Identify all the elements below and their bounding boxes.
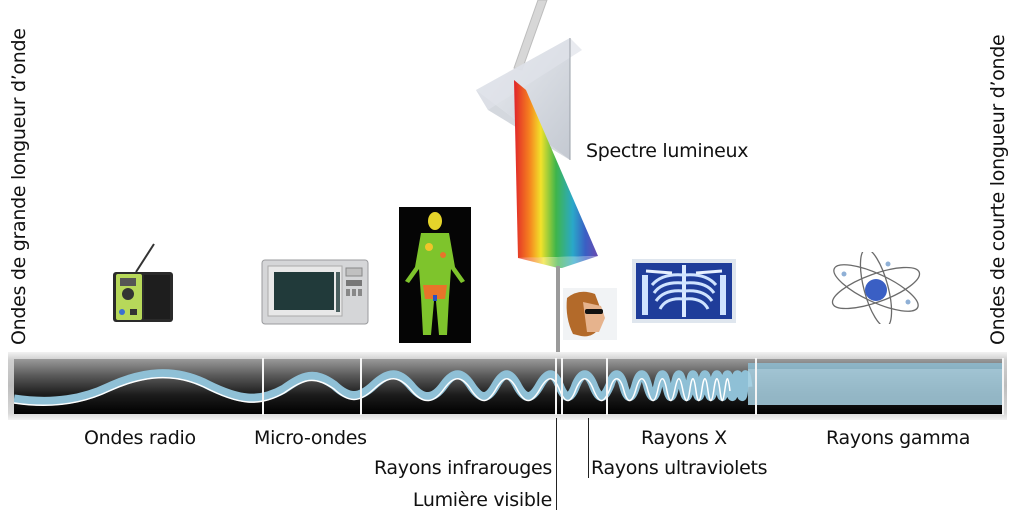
divider-microwave-infrared — [360, 358, 362, 415]
short-wavelength-label: Ondes de courte longueur d’onde — [987, 34, 1009, 345]
label-microwave: Micro-ondes — [254, 427, 367, 449]
leader-line-visible — [556, 418, 557, 510]
divider-xray-gamma — [755, 358, 757, 415]
divider-end — [1002, 358, 1004, 415]
label-radio: Ondes radio — [84, 427, 196, 449]
label-gamma: Rayons gamma — [826, 427, 971, 449]
wave-graphic — [14, 363, 1004, 407]
sunglasses-face-icon — [563, 288, 617, 340]
divider-visible-ultraviolet — [561, 358, 563, 415]
atom-icon — [831, 252, 921, 324]
divider-ultraviolet-xray — [606, 358, 608, 415]
label-visible: Lumière visible — [412, 489, 552, 511]
leader-line-ultraviolet — [588, 418, 589, 478]
long-wavelength-label: Ondes de grande longueur d’onde — [8, 28, 30, 345]
divider-radio-microwave — [262, 358, 264, 415]
radio-icon — [113, 243, 173, 322]
prism-spectrum-icon — [476, 0, 598, 360]
divider-infrared-visible — [555, 358, 557, 415]
label-xray: Rayons X — [641, 427, 727, 449]
microwave-oven-icon — [261, 259, 369, 325]
thermal-body-image-icon — [399, 207, 471, 343]
spectre-lumineux-label: Spectre lumineux — [586, 140, 749, 162]
label-ultraviolet: Rayons ultraviolets — [591, 457, 768, 479]
label-infrared: Rayons infrarouges — [373, 457, 552, 479]
wave-track — [14, 359, 1004, 414]
xray-ribcage-icon — [632, 259, 736, 323]
